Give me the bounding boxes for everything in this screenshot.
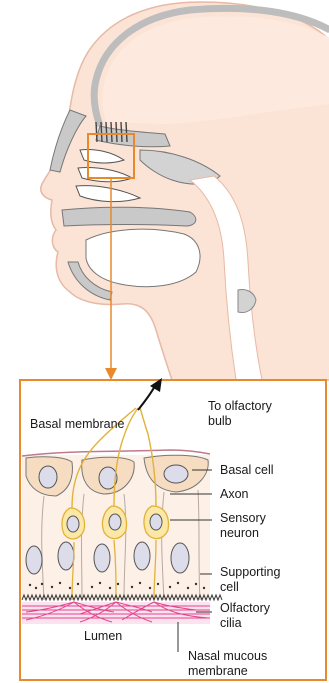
tongue: [86, 229, 200, 287]
label-lumen: Lumen: [84, 629, 122, 643]
label-basal-membrane: Basal membrane: [30, 417, 125, 431]
head-section: [41, 2, 329, 380]
label-axon: Axon: [220, 487, 249, 501]
palate: [62, 207, 196, 226]
basal-cell-nucleus: [39, 466, 57, 488]
pointer-arrowhead: [105, 368, 117, 380]
label-basal-cell: Basal cell: [220, 463, 274, 477]
basal-cell-nucleus: [164, 465, 188, 483]
